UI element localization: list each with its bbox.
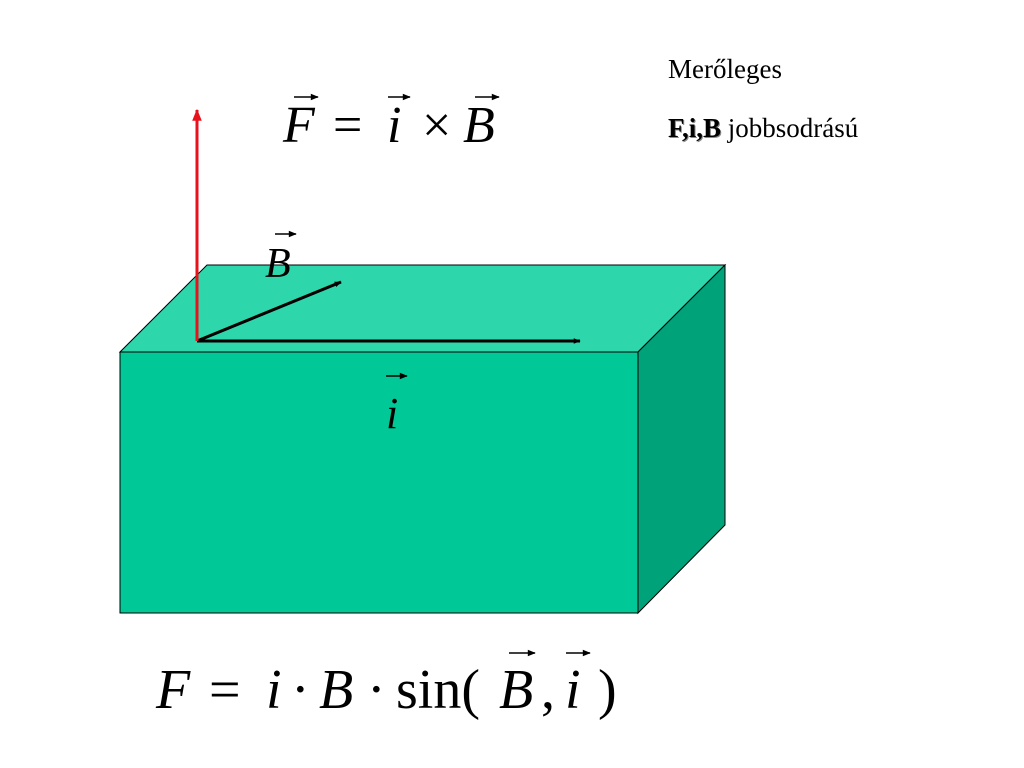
bottom-F: F	[155, 659, 191, 721]
bottom-B: B	[319, 659, 353, 721]
bottom-close: )	[598, 659, 617, 721]
b-vector-arrow	[196, 280, 342, 343]
box-top-face	[118, 264, 727, 353]
bottom-comma: ,	[541, 659, 555, 721]
note-fib-bold: F,i,B	[668, 113, 722, 143]
bottom-dot-2: ·	[367, 659, 386, 721]
svg-text:i: i	[386, 389, 398, 438]
formula-i: i	[387, 97, 401, 154]
bottom-formula: F = i · B · sin( B , i )	[155, 649, 617, 721]
b-vector-label: B	[265, 230, 297, 287]
i-vector-label: i	[386, 372, 408, 438]
bottom-B-arg: B	[499, 659, 533, 721]
svg-text:B: B	[265, 241, 291, 287]
bottom-equals: =	[209, 659, 241, 721]
bottom-sin-open: sin(	[396, 659, 480, 721]
note-right-handed: F,i,B jobbsodrású	[668, 113, 858, 144]
formula-equals: =	[333, 97, 362, 154]
note-right-handed-text: jobbsodrású	[727, 113, 859, 143]
box-front-face	[119, 351, 639, 614]
formula-B: B	[463, 97, 495, 154]
note-perpendicular: Merőleges	[668, 54, 782, 84]
bottom-i-arg: i	[565, 659, 581, 721]
formula-F: F	[282, 97, 316, 154]
formula-times: ×	[422, 97, 451, 154]
bottom-i: i	[266, 659, 282, 721]
top-formula: F = i × B	[282, 93, 500, 154]
bottom-dot-1: ·	[291, 659, 310, 721]
